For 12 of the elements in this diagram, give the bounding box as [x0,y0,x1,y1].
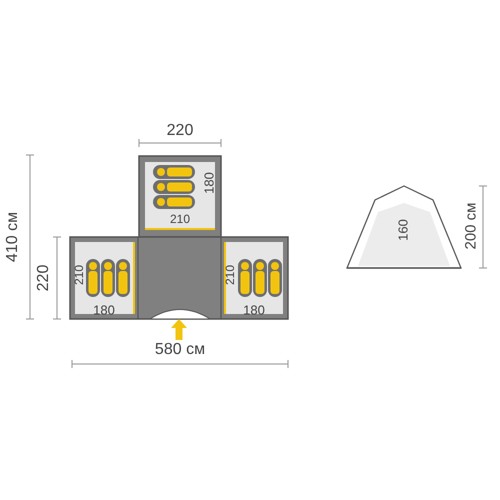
dimension-label: 180 [93,304,115,316]
dimension-label: 210 [73,264,85,286]
dimension-label: 200 см [464,202,478,250]
dimension-label: 580 см [154,342,206,358]
dimension-label: 210 [224,264,236,286]
dimension-label: 210 [170,213,190,225]
dimension-label: 410 см [5,212,21,262]
dimension-label: 220 [166,123,194,139]
dimension-label: 180 [202,172,216,194]
dimension-label: 220 [36,264,52,292]
dimension-label: 180 [243,304,265,316]
dimension-label: 160 [396,219,410,241]
